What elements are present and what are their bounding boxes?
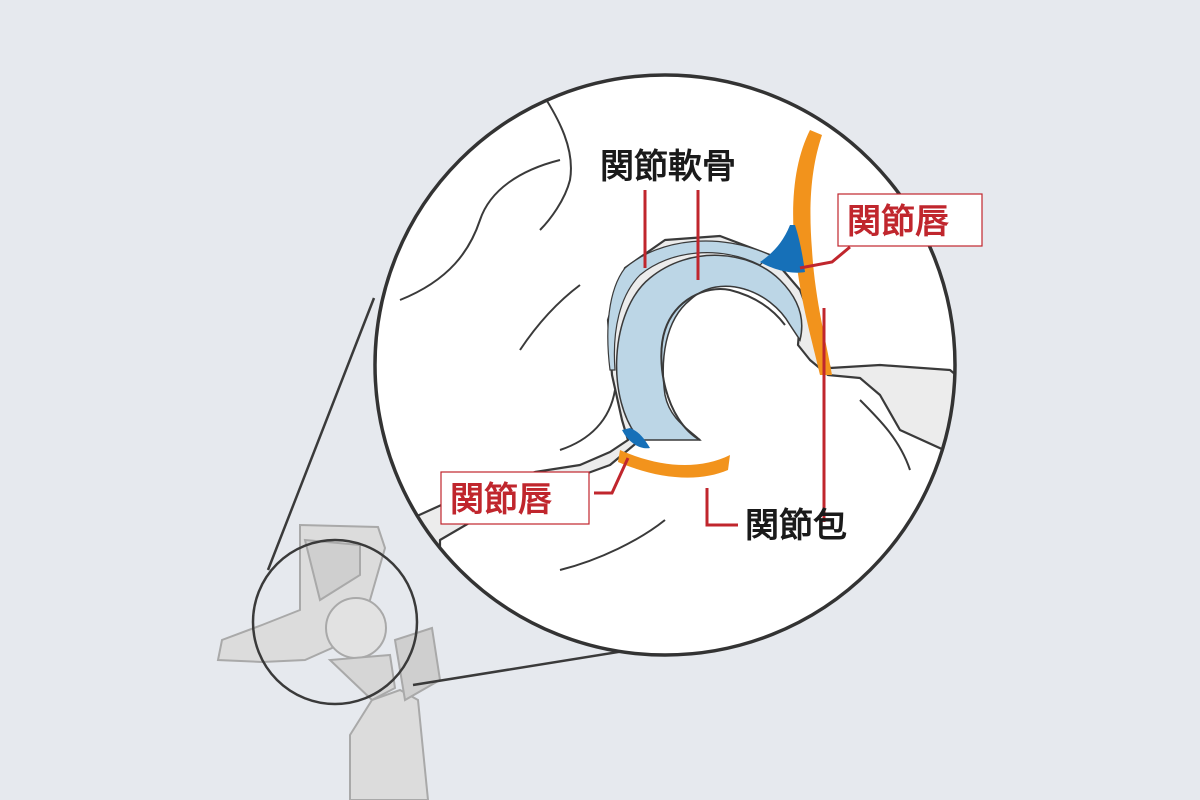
labrum-lower	[622, 428, 650, 449]
joint-capsule-right	[793, 130, 832, 375]
joint-capsule-lower	[618, 450, 730, 478]
inset-circle	[251, 538, 419, 706]
leader-capsule-lower	[705, 488, 738, 527]
acetabular-cartilage	[607, 240, 772, 371]
label-labrum-bottom: 関節唇	[450, 480, 552, 520]
labrum-upper	[760, 225, 805, 273]
label-articular-cartilage: 関節軟骨	[600, 147, 736, 187]
label-box-labrum-top: 関節唇	[837, 193, 983, 247]
pelvis-femur-illustration	[216, 523, 442, 800]
label-labrum-top: 関節唇	[847, 202, 949, 242]
leader-labrum-top	[799, 245, 851, 270]
label-box-labrum-bottom: 関節唇	[440, 471, 590, 525]
magnified-circle	[373, 73, 957, 657]
label-joint-capsule: 関節包	[745, 506, 847, 546]
leader-labrum-bottom	[594, 457, 630, 495]
leader-lines	[594, 190, 851, 527]
